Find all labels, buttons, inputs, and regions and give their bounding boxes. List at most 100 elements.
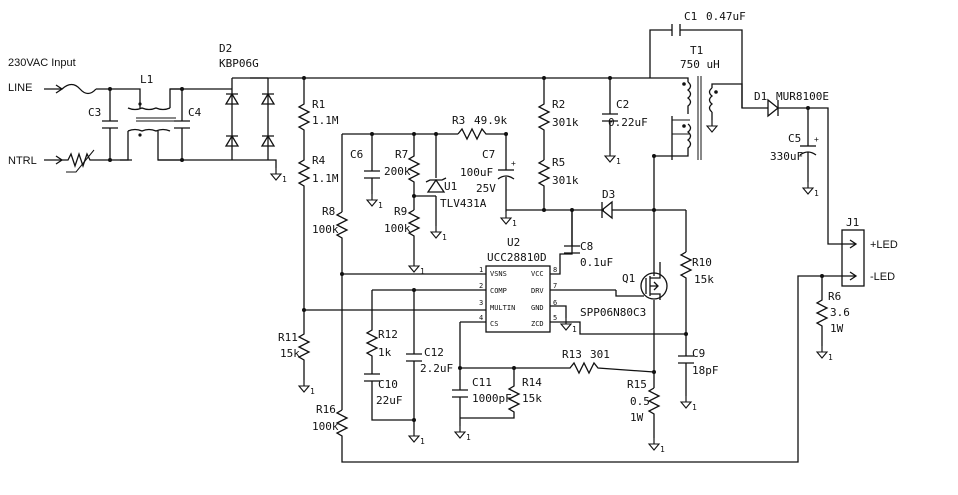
ground-label: 1: [814, 189, 819, 198]
shunt-regulator-u1: [425, 134, 447, 226]
u1-ref: U1: [444, 180, 457, 193]
filtered-input-wires: [158, 88, 232, 161]
r9-ref: R9: [394, 205, 407, 218]
transformer-t1: [650, 76, 760, 160]
c7-ref: C7: [482, 148, 495, 161]
ground-label: 1: [692, 403, 697, 412]
c4-ref: C4: [188, 106, 202, 119]
ground-label: 1: [466, 433, 471, 442]
resistor-r4: [297, 150, 311, 310]
r11-value: 15k: [280, 347, 300, 360]
r13-value: 301: [590, 348, 610, 361]
controller-u2: [372, 265, 686, 335]
c5-ref: C5: [788, 132, 801, 145]
pin-number: 7: [553, 282, 557, 290]
r8-ref: R8: [322, 205, 335, 218]
resistor-r8: [335, 211, 349, 274]
c10-value: 22uF: [376, 394, 403, 407]
c11-value: 1000pF: [472, 392, 512, 405]
r13-ref: R13: [562, 348, 582, 361]
r4-ref: R4: [312, 154, 326, 167]
r1-value: 1.1M: [312, 114, 339, 127]
ground-label: 1: [660, 445, 665, 454]
d3-ref: D3: [602, 188, 615, 201]
r3-value: 49.9k: [474, 114, 507, 127]
pin-number: 5: [553, 314, 557, 322]
bridge-negative: [268, 159, 277, 168]
r2-value: 301k: [552, 116, 579, 129]
r10-value: 15k: [694, 273, 714, 286]
r15-ref: R15: [627, 378, 647, 391]
pin-number: 6: [553, 299, 557, 307]
r16-value: 100k: [312, 420, 339, 433]
pin-comp: COMP: [490, 287, 507, 295]
capacitor-c10: [364, 373, 414, 421]
u2-value: UCC28810D: [487, 251, 547, 264]
led-positive-wire: [808, 107, 836, 245]
c8-ref: C8: [580, 240, 593, 253]
resistor-r1: [297, 76, 311, 150]
c7-value: 100uF: [460, 166, 493, 179]
r10-ref: R10: [692, 256, 712, 269]
r6-value: 3.6: [830, 306, 850, 319]
ground-label: 1: [378, 201, 383, 210]
pin-number: 2: [479, 282, 483, 290]
ground-label: 1: [572, 325, 577, 334]
pin-number: 3: [479, 299, 483, 307]
c2-value: 0.22uF: [608, 116, 648, 129]
resistor-r6: [815, 276, 829, 346]
ground-label: 1: [616, 157, 621, 166]
capacitor-c2: [602, 76, 618, 150]
pin-gnd: GND: [531, 304, 544, 312]
u1-value: TLV431A: [440, 197, 487, 210]
r6-ref: R6: [828, 290, 841, 303]
r9-value: 100k: [384, 222, 411, 235]
capacitor-c1: [671, 24, 681, 36]
pin-number: 1: [479, 266, 483, 274]
resistor-r5: [537, 159, 551, 210]
bridge-rectifier-d2: [224, 77, 276, 161]
resistor-r10: [679, 251, 693, 334]
capacitor-c12: [406, 290, 422, 430]
resistor-r11: [297, 308, 311, 380]
ground-label: 1: [420, 437, 425, 446]
capacitor-c6: [364, 134, 380, 194]
ground-label: 1: [420, 267, 425, 276]
ground-label: 1: [828, 353, 833, 362]
j1-neg-label: -LED: [870, 271, 895, 283]
r5-value: 301k: [552, 174, 579, 187]
ground-label: 1: [310, 387, 315, 396]
capacitor-c7: +: [497, 159, 516, 180]
capacitor-c4: [174, 87, 190, 162]
l1-ref: L1: [140, 73, 153, 86]
pin-number: 8: [553, 266, 557, 274]
r1-ref: R1: [312, 98, 325, 111]
r14-value: 15k: [522, 392, 542, 405]
capacitor-c9: [678, 334, 694, 396]
q1-ref: Q1: [622, 272, 635, 285]
c10-ref: C10: [378, 378, 398, 391]
pin-cs: CS: [490, 320, 498, 328]
ground-label: 1: [282, 175, 287, 184]
input-title: 230VAC Input: [8, 57, 76, 69]
c9-value: 18pF: [692, 364, 719, 377]
c3-ref: C3: [88, 106, 101, 119]
c9-ref: C9: [692, 347, 705, 360]
c6-ref: C6: [350, 148, 363, 161]
svg-text:+: +: [814, 135, 819, 144]
pin-vcc: VCC: [531, 270, 544, 278]
r16-ref: R16: [316, 403, 336, 416]
line-input-arrow: [44, 84, 64, 94]
r7-ref: R7: [395, 148, 408, 161]
pin-number: 4: [479, 314, 483, 322]
c1-ref: C1: [684, 10, 697, 23]
capacitor-c11: [452, 368, 468, 426]
r4-value: 1.1M: [312, 172, 339, 185]
led-connector-j1: [822, 229, 865, 287]
c1-snubber-wire: [649, 29, 743, 108]
pin-multin: MULTIN: [490, 304, 515, 312]
resistor-r2: [537, 76, 551, 160]
t1-value: 750 uH: [680, 58, 720, 71]
t1-ref: T1: [690, 44, 703, 57]
